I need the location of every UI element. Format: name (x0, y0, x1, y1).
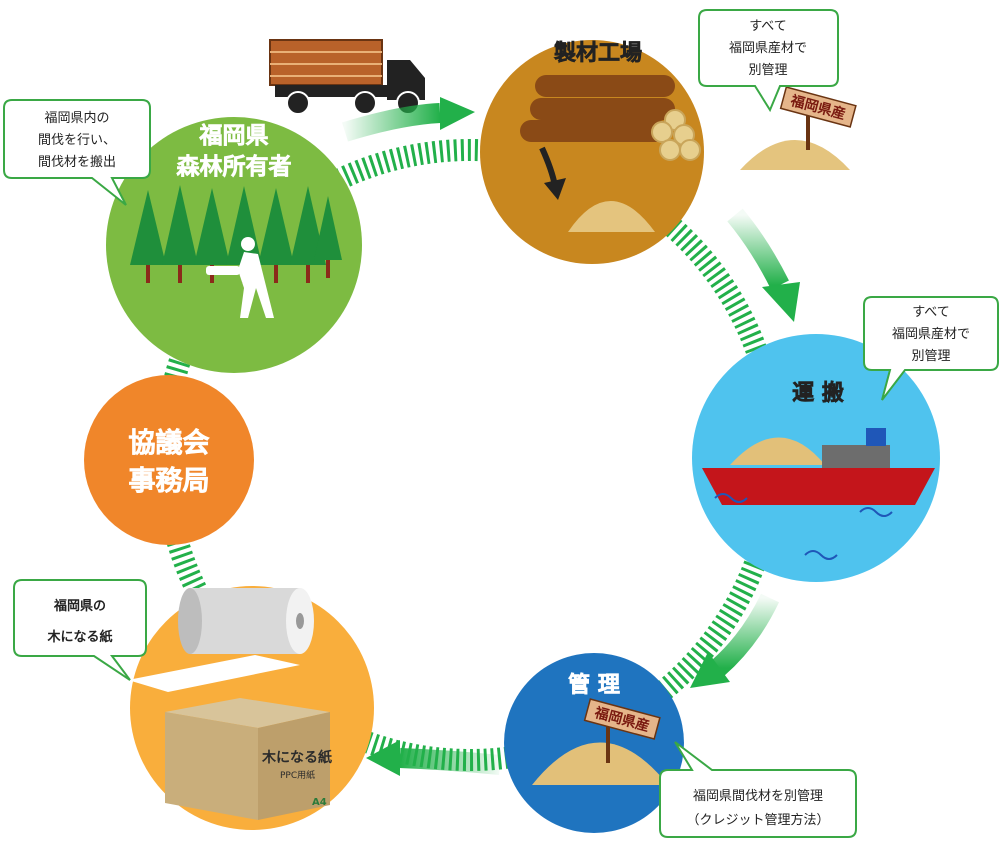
flow-arrow-forest-to-sawmill (342, 97, 475, 142)
paper-roll-icon (178, 588, 314, 654)
callout-forest-line2: 間伐を行い、 (38, 133, 116, 148)
management-node: 管 理 (504, 653, 684, 833)
sawmill-node: 製材工場 (480, 40, 704, 264)
callout-paper-line1: 福岡県の (53, 598, 106, 614)
flow-arrow-sawmill-to-transport (727, 208, 800, 322)
callout-management: 福岡県間伐材を別管理 （クレジット管理方法） (659, 741, 857, 838)
truck-icon (269, 39, 425, 115)
sawdust-pile-icon (568, 201, 655, 232)
forest-owner-title-line1: 福岡県 (199, 123, 269, 149)
callout-management-line2: （クレジット管理方法） (686, 812, 829, 828)
paper-sheet-icon (128, 655, 300, 692)
callout-transport-line3: 別管理 (911, 349, 950, 364)
transport-node: 運 搬 (692, 334, 940, 582)
logs-icon (520, 75, 701, 161)
callout-paper-line2: 木になる紙 (46, 629, 112, 645)
callout-transport-line2: 福岡県産材で (892, 326, 970, 342)
flow-arrow-transport-to-management (690, 593, 780, 688)
management-title: 管 理 (568, 672, 620, 698)
forest-owner-title-line2: 森林所有者 (177, 153, 292, 180)
callout-forest-line3: 間伐材を搬出 (38, 155, 116, 170)
sawmill-origin-sign: 福岡県産 (740, 86, 857, 170)
callout-forest-line1: 福岡県内の (44, 110, 109, 126)
paper-node: 木になる紙 PPC用紙 A4 (128, 586, 374, 830)
callout-transport-line1: すべて (912, 305, 950, 320)
callout-paper: 福岡県の 木になる紙 (13, 579, 147, 681)
callout-forest-owner: 福岡県内の 間伐を行い、 間伐材を搬出 (3, 99, 151, 206)
callout-transport: すべて 福岡県産材で 別管理 (863, 296, 999, 401)
council-title-line1: 協議会 (129, 428, 210, 459)
council-node: 協議会 事務局 (84, 375, 254, 545)
cargo-pile-icon (730, 437, 825, 465)
callout-management-line1: 福岡県間伐材を別管理 (693, 789, 823, 804)
callout-sawmill-line1: すべて (749, 19, 787, 34)
callout-sawmill: すべて 福岡県産材で 別管理 (698, 9, 839, 113)
ship-hull-icon (702, 468, 935, 505)
timber-pile-icon (532, 742, 668, 785)
paper-box-icon: 木になる紙 PPC用紙 A4 (165, 698, 332, 820)
forest-owner-node: 福岡県 森林所有者 (106, 117, 362, 373)
callout-sawmill-line2: 福岡県産材で (729, 40, 807, 56)
management-origin-sign: 福岡県産 (583, 698, 661, 763)
transport-title: 運 搬 (792, 380, 844, 406)
sawmill-title: 製材工場 (553, 40, 642, 66)
worker-with-chainsaw-icon (206, 237, 274, 318)
flow-arrow-management-to-paper (366, 740, 501, 776)
paper-box-size: A4 (312, 797, 327, 808)
paper-box-sub: PPC用紙 (280, 769, 315, 781)
council-title-line2: 事務局 (129, 466, 210, 497)
tree-icons (130, 185, 342, 283)
paper-box-text: 木になる紙 (261, 749, 332, 766)
callout-sawmill-line3: 別管理 (748, 63, 787, 78)
